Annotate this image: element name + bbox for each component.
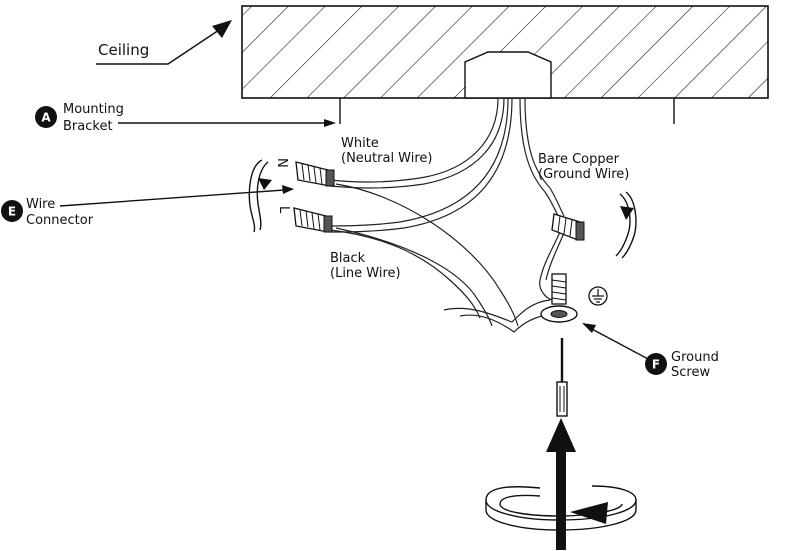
ground-screw <box>540 273 578 323</box>
wire-connector-label-1: Wire <box>26 197 55 212</box>
ground-screw-label-1: Ground <box>671 350 719 365</box>
mounting-bracket-label-2: Bracket <box>63 119 113 134</box>
wire-connector-ground <box>551 213 585 241</box>
wire-connector-line <box>293 207 333 233</box>
ceiling-arrow <box>96 20 232 65</box>
copper-wire-label-2: (Ground Wire) <box>538 167 629 182</box>
black-wire-label-1: Black <box>330 251 366 266</box>
wire-connector-neutral <box>295 161 335 187</box>
ground-screw-label-2: Screw <box>671 365 710 380</box>
rotation-arrow <box>485 485 637 531</box>
badge-f-letter: F <box>652 358 660 372</box>
ceiling-label: Ceiling <box>98 41 149 59</box>
badge-e: E <box>1 200 23 222</box>
ground-screw-arrow <box>582 323 651 361</box>
twist-arrow-right <box>615 191 637 259</box>
badge-a-letter: A <box>41 111 51 125</box>
upward-arrow <box>546 418 576 550</box>
mounting-bracket-label-1: Mounting <box>63 102 124 117</box>
screwdriver <box>556 338 568 417</box>
white-wire-label-2: (Neutral Wire) <box>341 151 433 166</box>
ceiling-block <box>241 5 769 99</box>
junction-box <box>464 51 552 99</box>
line-mark: L <box>276 206 291 214</box>
ground-symbol-icon <box>588 286 608 306</box>
badge-f: F <box>645 353 667 375</box>
copper-wire-label-1: Bare Copper <box>538 152 620 167</box>
wire-connector-label-2: Connector <box>26 213 94 228</box>
wires <box>329 97 567 333</box>
white-wire-label-1: White <box>341 136 379 151</box>
neutral-mark: N <box>274 158 289 168</box>
mounting-bracket-arrow <box>118 119 336 127</box>
badge-a: A <box>35 106 57 128</box>
badge-e-letter: E <box>8 205 16 219</box>
black-wire-label-2: (Line Wire) <box>330 266 401 281</box>
wire-connector-arrow <box>59 185 294 207</box>
twist-arrow-left <box>248 159 272 233</box>
